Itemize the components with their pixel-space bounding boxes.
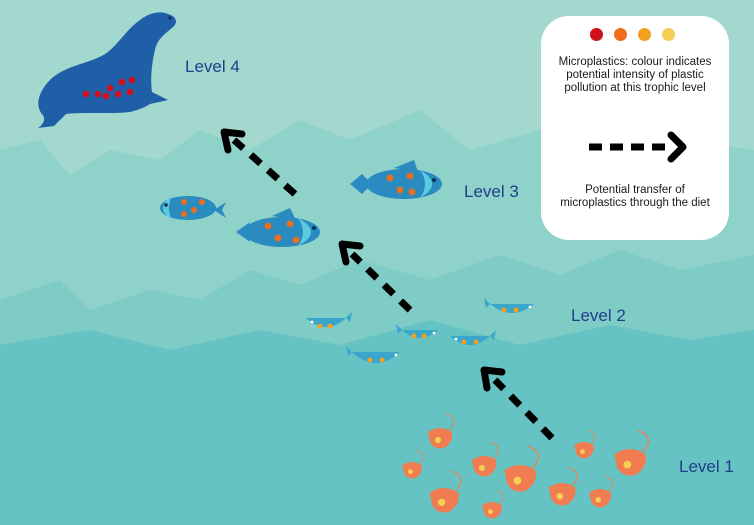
shrimp-icon [614, 430, 650, 476]
legend-dot-yellow [662, 28, 675, 41]
level3-fish-2 [160, 196, 226, 220]
legend-dot-red [590, 28, 603, 41]
shrimp-group [402, 413, 650, 519]
level-3-label: Level 3 [464, 182, 519, 201]
seal-icon [38, 12, 176, 128]
shrimp-icon [548, 467, 579, 506]
water-deep-band [0, 320, 754, 525]
seal-microplastics [82, 76, 136, 100]
shrimp-icon [482, 490, 504, 519]
arrow-level2-to-level3 [338, 240, 413, 313]
legend-dot-amber [638, 28, 651, 41]
legend-arrow-icon [589, 131, 687, 163]
legend-microplastics-text: Microplastics: colour indicates potentia… [558, 56, 712, 94]
level2-fish-2 [346, 346, 400, 363]
arrow-level1-to-level2 [480, 366, 555, 441]
level-1-label: Level 1 [679, 457, 734, 476]
shrimp-icon [504, 446, 540, 492]
legend-box: Microplastics: colour indicates potentia… [541, 16, 729, 240]
arrow-level3-to-level4 [220, 128, 298, 197]
shrimp-icon [429, 470, 462, 513]
shrimp-icon [428, 413, 455, 449]
level2-fish-4 [450, 330, 496, 345]
level2-fish-3 [396, 324, 438, 339]
level3-fish-3 [236, 208, 320, 247]
level-2-label: Level 2 [571, 306, 626, 325]
shrimp-icon [574, 430, 596, 459]
level2-fish-5 [484, 298, 534, 313]
shrimp-icon [472, 441, 499, 477]
level2-fish-1 [306, 312, 352, 329]
level-4-label: Level 4 [185, 57, 240, 76]
legend-dot-orange [614, 28, 627, 41]
level3-fish-1 [350, 160, 442, 199]
shrimp-icon [589, 475, 614, 508]
shrimp-icon [402, 450, 424, 479]
legend-transfer-text: Potential transfer of microplastics thro… [560, 184, 710, 209]
